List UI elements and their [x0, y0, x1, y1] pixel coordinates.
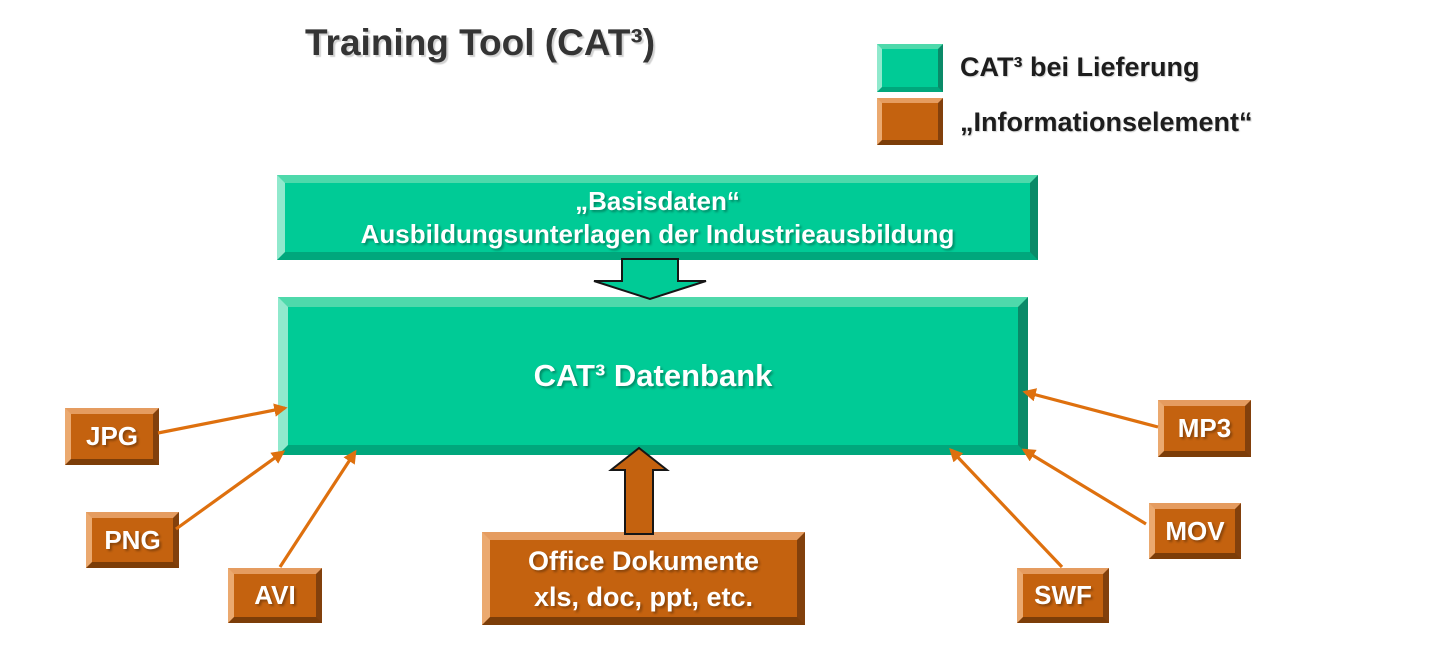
up-block-arrow-icon	[608, 446, 670, 535]
connector-mp3-to-datenbank	[1022, 388, 1159, 429]
datenbank-box: CAT³ Datenbank	[278, 297, 1028, 455]
connector-swf-to-datenbank	[949, 448, 1064, 569]
basisdaten-line2: Ausbildungsunterlagen der Industrieausbi…	[360, 218, 955, 249]
datenbank-label: CAT³ Datenbank	[533, 358, 773, 393]
legend-swatch-green	[877, 44, 943, 92]
format-label-png: PNG	[104, 524, 161, 555]
connector-jpg-to-datenbank	[157, 403, 288, 435]
format-box-mp3: MP3	[1158, 400, 1251, 457]
basisdaten-line1: „Basisdaten“	[575, 185, 740, 216]
format-label-mp3: MP3	[1177, 413, 1232, 443]
format-box-png: PNG	[86, 512, 179, 568]
diagram-title: Training Tool (CAT³)	[305, 22, 656, 63]
format-box-jpg: JPG	[65, 408, 159, 465]
down-block-arrow-icon	[593, 258, 707, 301]
legend-label-informationselement: „Informationselement“	[960, 107, 1253, 137]
legend-label-cat3-bei-lieferung: CAT³ bei Lieferung	[960, 52, 1200, 82]
connector-mov-to-datenbank	[1021, 448, 1147, 526]
format-label-jpg: JPG	[85, 421, 139, 451]
office-dokumente-box: Office Dokumente xls, doc, ppt, etc.	[482, 532, 805, 625]
format-label-swf: SWF	[1034, 580, 1092, 610]
office-line1: Office Dokumente	[527, 545, 760, 576]
office-line2: xls, doc, ppt, etc.	[533, 581, 754, 612]
format-box-swf: SWF	[1017, 568, 1109, 623]
connector-avi-to-datenbank	[278, 449, 357, 568]
format-box-mov: MOV	[1149, 503, 1241, 559]
format-label-avi: AVI	[254, 580, 296, 610]
basisdaten-box: „Basisdaten“ Ausbildungsunterlagen der I…	[277, 175, 1038, 260]
format-box-avi: AVI	[228, 568, 322, 623]
connector-png-to-datenbank	[175, 450, 286, 531]
legend-swatch-orange	[877, 98, 943, 145]
format-label-mov: MOV	[1165, 515, 1225, 546]
